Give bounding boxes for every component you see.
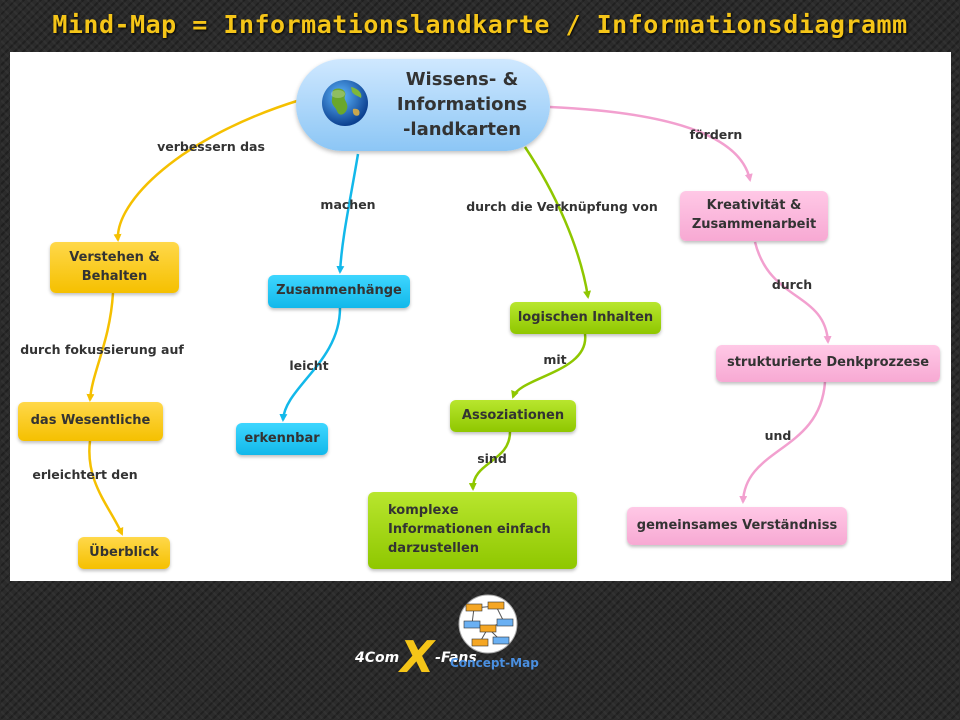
slide-title: Mind-Map = Informationslandkarte / Infor… (52, 10, 908, 39)
link-kreativitaet-denkprozesse (753, 241, 832, 344)
node-erkennbar: erkennbar (236, 423, 328, 455)
concept-map-logo-icon (458, 594, 518, 654)
link-label-leicht: leicht (289, 358, 329, 373)
link-label-durch-fokussierung-auf: durch fokussierung auf (20, 342, 184, 357)
link-assoziationen-komplexe (468, 431, 512, 491)
node-kreativitaet-zusammenarbeit: Kreativität & Zusammenarbeit (680, 191, 828, 241)
link-central-kreativitaet (549, 105, 753, 182)
link-label-machen: machen (320, 197, 376, 212)
brand-x: X (400, 632, 435, 683)
globe-icon (322, 80, 368, 126)
link-label-durch-die-verknuepfung-von: durch die Verknüpfung von (466, 199, 658, 214)
link-logischen-assoziationen (511, 333, 587, 399)
node-logischen-inhalten: logischen Inhalten (510, 302, 661, 334)
link-label-verbessern-das: verbessern das (157, 139, 265, 154)
link-central-zusammenhaenge (336, 153, 360, 274)
node-komplexe-informationen: komplexe Informationen einfach darzustel… (368, 492, 577, 569)
link-label-foerdern: fördern (689, 127, 743, 142)
link-label-durch: durch (771, 277, 813, 292)
link-central-verstehen (113, 98, 301, 242)
link-denkprozesse-verstaendnis (739, 381, 827, 504)
link-zusammenhaenge-erkennbar (279, 307, 342, 422)
brand-suffix: -Fans (435, 650, 477, 666)
link-label-mit: mit (543, 352, 567, 367)
node-das-wesentliche: das Wesentliche (18, 402, 163, 441)
connector-lines (86, 98, 832, 536)
node-zusammenhaenge: Zusammenhänge (268, 275, 410, 308)
node-strukturierte-denkprozesse: strukturierte Denkprozzese (716, 345, 940, 382)
brand-prefix: 4Com (355, 650, 400, 666)
central-label: Wissens- & Informations -landkarten (396, 69, 528, 140)
link-label-sind: sind (477, 451, 507, 466)
link-label-und: und (764, 428, 792, 443)
node-verstehen-behalten: Verstehen & Behalten (50, 242, 179, 293)
brand-wordmark: 4ComX-Fans (355, 622, 477, 683)
link-wesentliche-ueberblick (88, 440, 124, 536)
node-ueberblick: Überblick (78, 537, 170, 569)
link-label-erleichtert-den: erleichtert den (32, 467, 138, 482)
brand-logo: 4ComX-Fans Concept-Map (350, 594, 550, 683)
concept-map-caption: Concept-Map (450, 656, 539, 670)
link-central-logischen (523, 146, 591, 299)
link-verstehen-wesentliche (86, 292, 115, 402)
node-assoziationen: Assoziationen (450, 400, 576, 432)
mind-map-canvas: Wissens- & Informations -landkarten Vers… (10, 52, 951, 581)
central-node: Wissens- & Informations -landkarten (296, 59, 550, 151)
node-gemeinsames-verstaendnis: gemeinsames Verständniss (627, 507, 847, 545)
